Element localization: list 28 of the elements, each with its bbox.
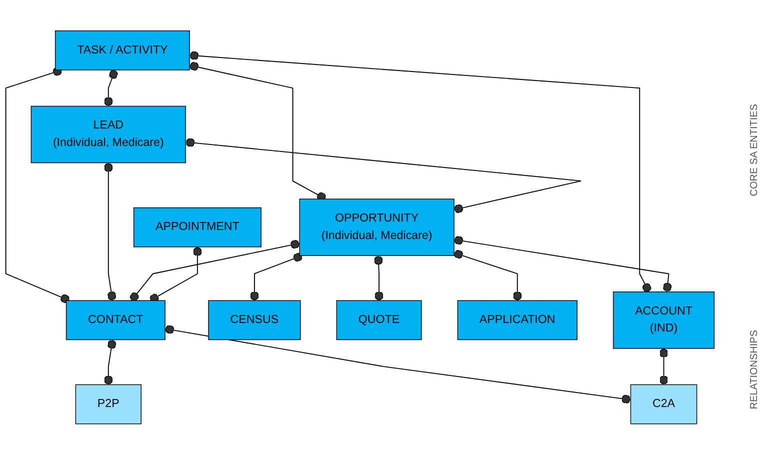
connector bbox=[5, 67, 70, 304]
connector bbox=[189, 51, 652, 292]
node-box: OPPORTUNITY (Individual, Medicare) bbox=[299, 198, 454, 256]
connector bbox=[250, 253, 303, 302]
connector bbox=[189, 62, 326, 202]
node-box: LEAD (Individual, Medicare) bbox=[30, 106, 186, 164]
node-box: QUOTE bbox=[336, 300, 422, 340]
node-box: C2A bbox=[630, 384, 698, 424]
connector bbox=[104, 339, 116, 386]
node-box: CONTACT bbox=[66, 300, 166, 340]
node-box: APPLICATION bbox=[457, 300, 578, 340]
section-label: RELATIONSHIPS bbox=[748, 330, 760, 410]
connector bbox=[454, 236, 672, 292]
node-box: APPOINTMENT bbox=[133, 208, 262, 248]
node-box: TASK / ACTIVITY bbox=[54, 30, 190, 70]
connector bbox=[454, 250, 522, 302]
connector bbox=[164, 325, 632, 404]
connector bbox=[659, 348, 668, 386]
connector bbox=[104, 162, 116, 302]
connector bbox=[150, 246, 202, 303]
node-box: P2P bbox=[75, 384, 142, 424]
node-box: CENSUS bbox=[208, 300, 301, 340]
connector bbox=[104, 70, 118, 107]
connector bbox=[374, 255, 384, 302]
connector bbox=[130, 240, 300, 302]
node-box: ACCOUNT (IND) bbox=[612, 292, 715, 349]
connector bbox=[185, 138, 582, 214]
section-label: CORE SA ENTITIES bbox=[748, 104, 760, 196]
